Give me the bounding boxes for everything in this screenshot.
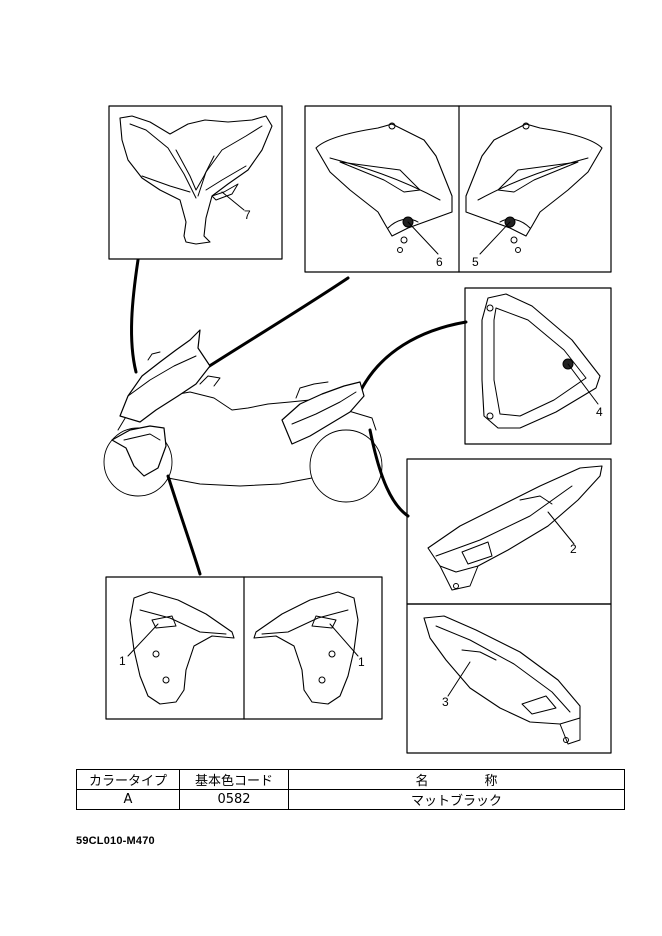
base-color-code-header: 基本色コード bbox=[179, 769, 289, 790]
color-type-header: カラータイプ bbox=[76, 769, 180, 790]
catalog-code: 59CL010-M470 bbox=[76, 835, 155, 847]
name-header-left: 名 bbox=[415, 774, 429, 789]
color-table-header-row: カラータイプ 基本色コード 名称 bbox=[76, 769, 625, 790]
callout-1-left: 1 bbox=[119, 654, 126, 668]
front-side-panel bbox=[105, 576, 383, 720]
color-table: カラータイプ 基本色コード 名称 A 0582 マットブラック bbox=[76, 769, 625, 810]
callout-6: 6 bbox=[436, 255, 443, 269]
front-cowl-panel bbox=[108, 105, 283, 260]
base-color-code-cell: 0582 bbox=[179, 789, 289, 810]
seat-panel bbox=[464, 287, 612, 445]
callout-5: 5 bbox=[472, 255, 479, 269]
side-panel-lower bbox=[406, 603, 612, 754]
leader-lines bbox=[130, 258, 468, 576]
color-name-cell: マットブラック bbox=[288, 789, 625, 810]
callout-2: 2 bbox=[570, 542, 577, 556]
name-header: 名称 bbox=[288, 769, 625, 790]
motorcycle-silhouette bbox=[103, 329, 383, 503]
callout-7: 7 bbox=[244, 208, 251, 222]
name-header-right: 称 bbox=[484, 774, 498, 789]
callout-4: 4 bbox=[596, 405, 603, 419]
color-type-cell: A bbox=[76, 789, 180, 810]
parts-diagram: 7 6 5 4 2 3 1 1 bbox=[103, 105, 612, 754]
table-row: A 0582 マットブラック bbox=[76, 789, 625, 810]
side-cover-panel bbox=[304, 105, 612, 273]
side-panel-upper bbox=[406, 458, 612, 605]
callout-1-right: 1 bbox=[358, 655, 365, 669]
callout-3: 3 bbox=[442, 695, 449, 709]
